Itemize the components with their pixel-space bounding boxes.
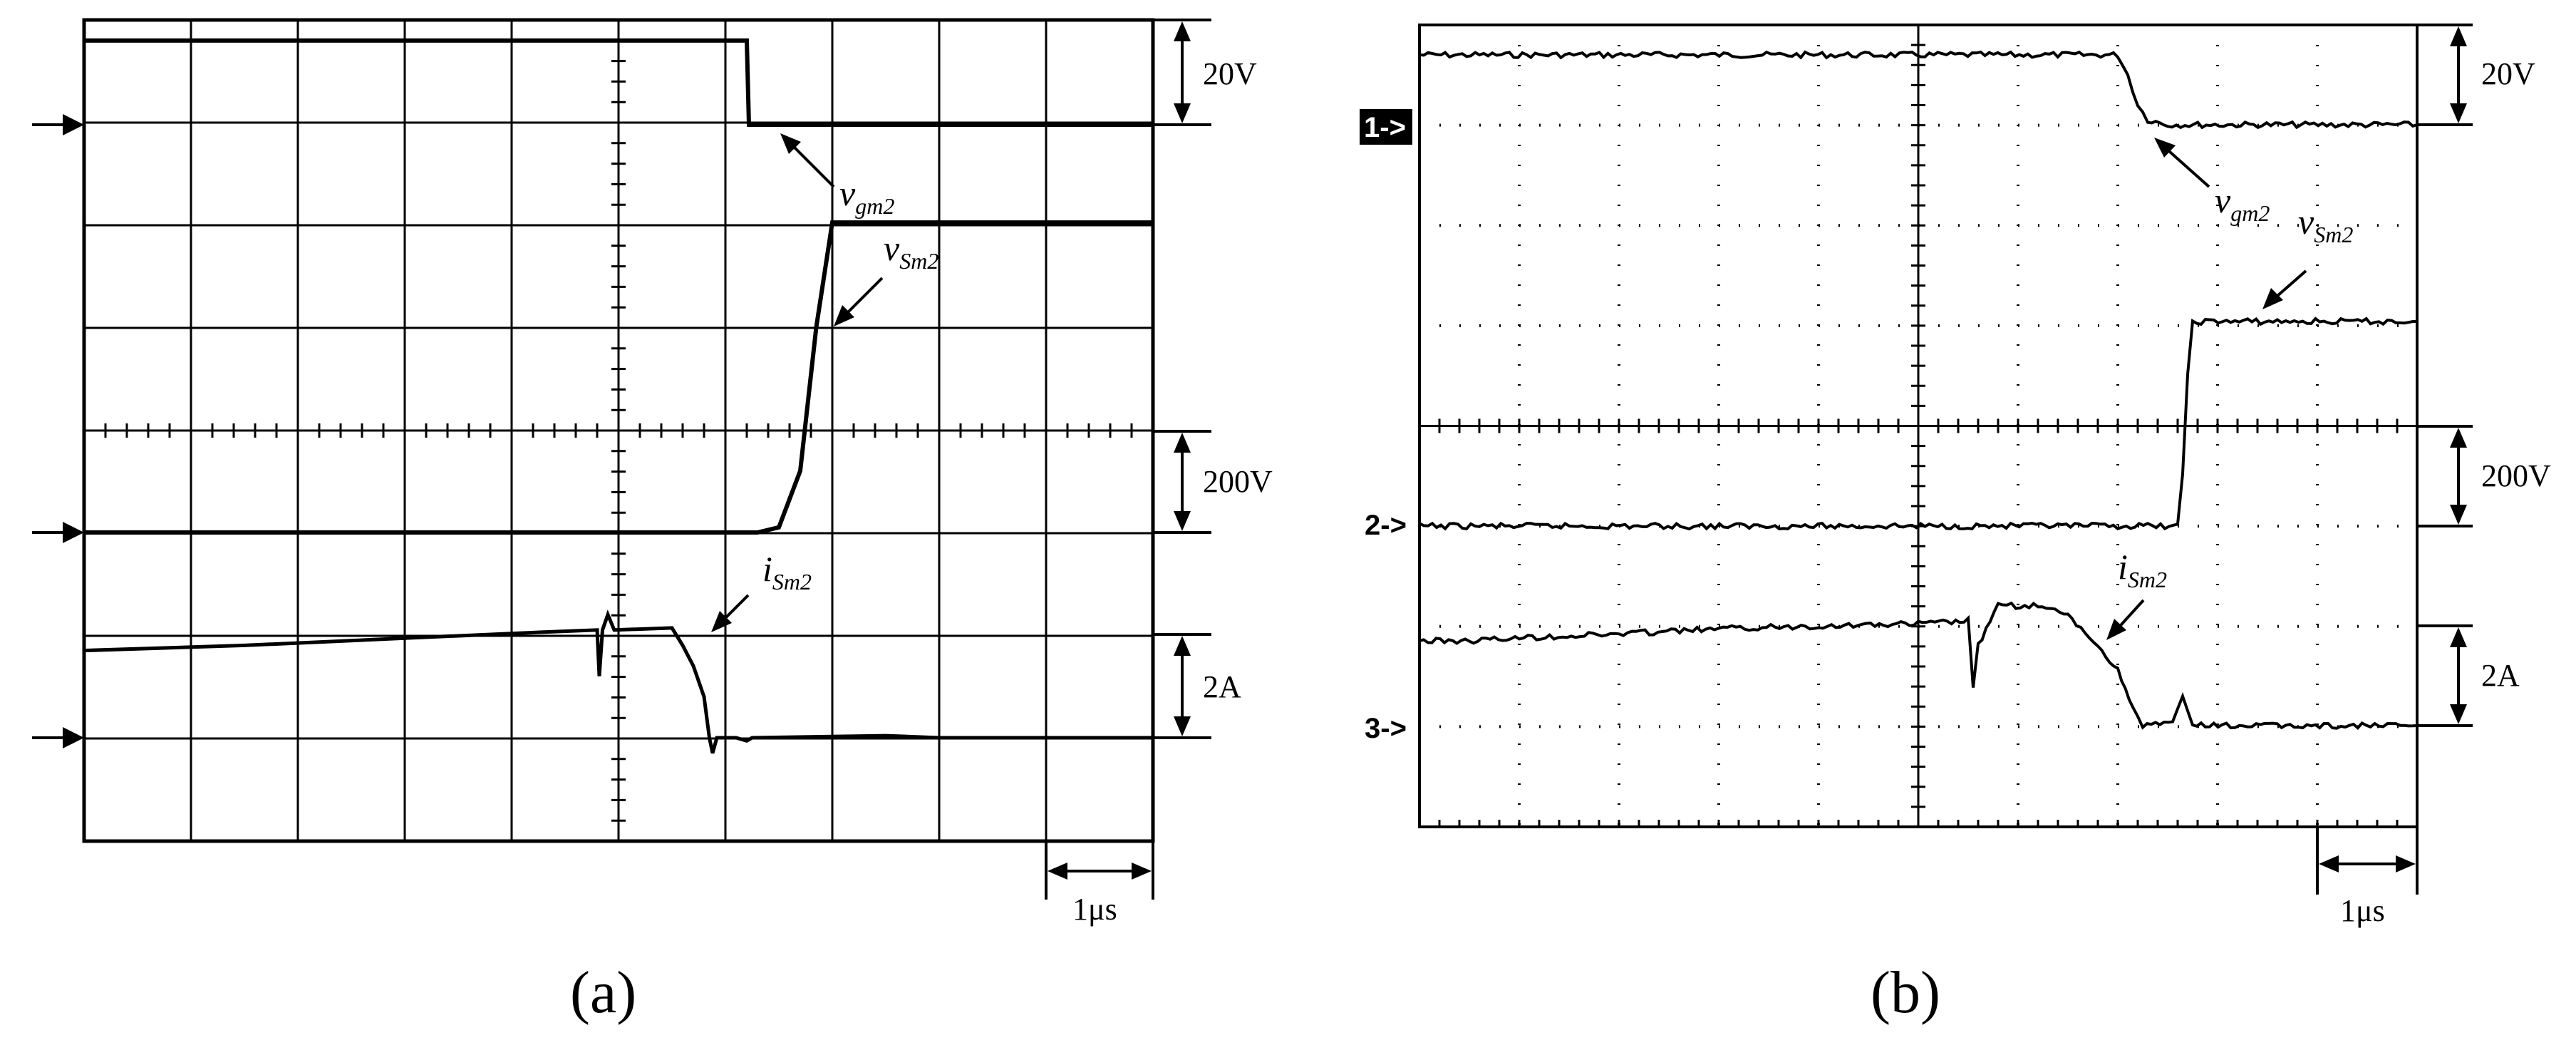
annotation-v-sm2-b: vSm2 xyxy=(2262,202,2353,309)
trace-v-sm2 xyxy=(84,220,1153,535)
channel-3-marker: 3-> xyxy=(1365,713,1407,744)
ground-arrow-ch3-head xyxy=(63,727,84,748)
annotation-i-sm2-b: iSm2 xyxy=(2106,547,2167,640)
trace-i-sm2 xyxy=(1419,601,2418,731)
svg-text:vSm2: vSm2 xyxy=(2298,202,2353,247)
panel-a-center-ticks xyxy=(104,39,1133,822)
svg-text:iSm2: iSm2 xyxy=(762,549,812,594)
panel-label-a: (a) xyxy=(570,959,636,1026)
scale-label-20v: 20V xyxy=(2481,56,2535,91)
panel-a-ground-markers xyxy=(32,114,84,748)
panel-b-scale-bars xyxy=(2417,24,2473,727)
panel-label-b: (b) xyxy=(1871,959,1940,1026)
scale-label-200v: 200V xyxy=(1203,464,1273,499)
trace-v-gm2 xyxy=(1419,50,2418,130)
scale-label-20v: 20V xyxy=(1203,56,1257,91)
trace-v-gm2 xyxy=(84,38,1153,127)
trace-i-sm2 xyxy=(83,609,1153,754)
scale-label-2a: 2A xyxy=(2481,658,2520,693)
panel-b: 1-> 2-> 3-> 20V 200V 2A xyxy=(1360,24,2551,1026)
channel-1-marker: 1-> xyxy=(1364,112,1406,143)
svg-text:vgm2: vgm2 xyxy=(2215,180,2270,226)
annotation-v-gm2-b: vgm2 xyxy=(2154,138,2270,226)
scale-label-200v: 200V xyxy=(2481,458,2551,493)
svg-text:vSm2: vSm2 xyxy=(884,228,938,274)
panel-a: 20V 200V 2A 1μs vgm2 vSm2 iSm2 (a) xyxy=(32,18,1273,1026)
scale-label-2a: 2A xyxy=(1203,669,1241,704)
panel-a-time-scale-bar xyxy=(1045,841,1154,900)
channel-2-marker: 2-> xyxy=(1365,510,1407,541)
ground-arrow-ch2-head xyxy=(63,522,84,543)
annotation-v-gm2-a: vgm2 xyxy=(780,133,894,219)
ground-arrow-ch1-head xyxy=(63,114,84,135)
annotation-i-sm2-a: iSm2 xyxy=(711,549,812,632)
panel-a-scale-bars xyxy=(1153,19,1211,739)
time-scale-label-b: 1μs xyxy=(2340,893,2385,928)
trace-v-sm2 xyxy=(1419,316,2417,531)
channel-1-marker-bg xyxy=(1360,109,1412,145)
panel-b-center-ticks xyxy=(1438,43,2399,827)
svg-text:iSm2: iSm2 xyxy=(2118,547,2167,592)
svg-text:vgm2: vgm2 xyxy=(839,173,894,219)
time-scale-label-a: 1μs xyxy=(1072,892,1117,927)
annotation-v-sm2-a: vSm2 xyxy=(834,228,938,326)
